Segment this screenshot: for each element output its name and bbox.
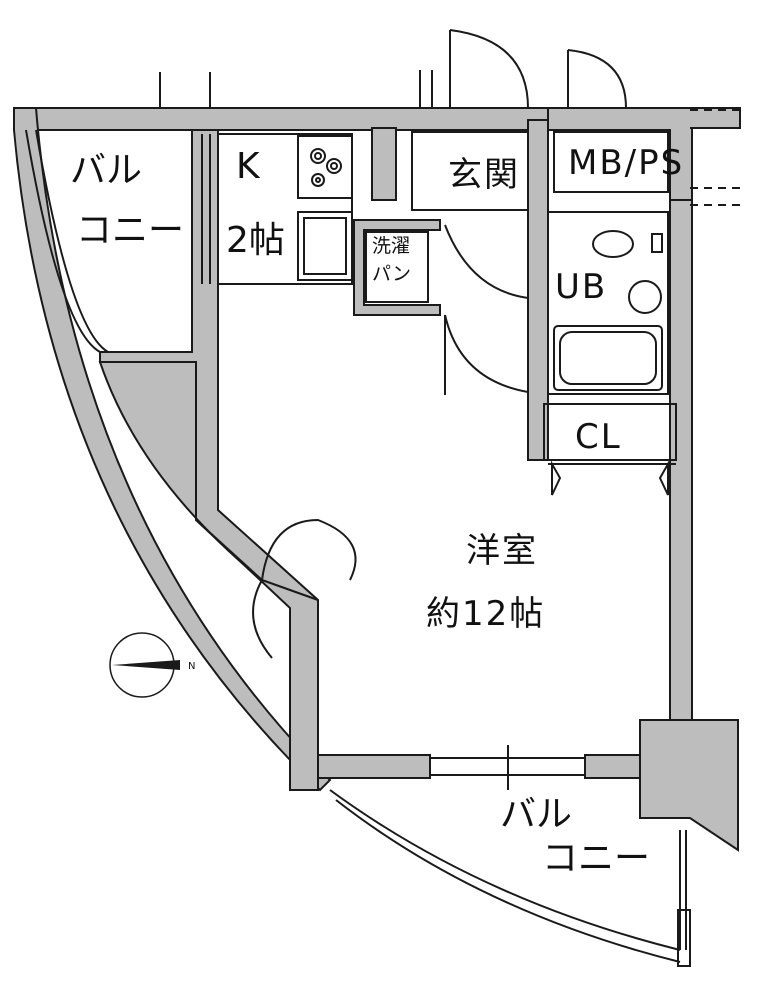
kitchen-size-label: 2帖	[226, 220, 285, 261]
north-label: N	[188, 661, 195, 672]
balcony-left-label-1: バル	[70, 150, 142, 191]
western-room-size-label: 約12帖	[426, 594, 545, 634]
outlines	[25, 70, 745, 967]
kitchen-label: K	[236, 146, 261, 187]
laundry-label-1: 洗濯	[372, 235, 410, 257]
laundry-label-2: パン	[372, 263, 411, 285]
closet-label: CL	[575, 417, 622, 457]
walls	[13, 107, 741, 852]
balcony-left-label-2: コニー	[76, 210, 184, 251]
balcony-bottom-label-1: バル	[500, 794, 572, 835]
mbps-label: MB/PS	[568, 143, 684, 183]
room-labels: バル コニー K 2帖 洗濯 パン 玄関 MB/PS UB CL 洋室 約12帖…	[70, 143, 684, 879]
bath-label: UB	[555, 267, 607, 307]
compass-icon: N	[109, 632, 195, 698]
western-room-label: 洋室	[466, 531, 538, 571]
doors	[252, 29, 669, 659]
entrance-label: 玄関	[448, 155, 520, 195]
balcony-bottom-label-2: コニー	[542, 838, 650, 879]
